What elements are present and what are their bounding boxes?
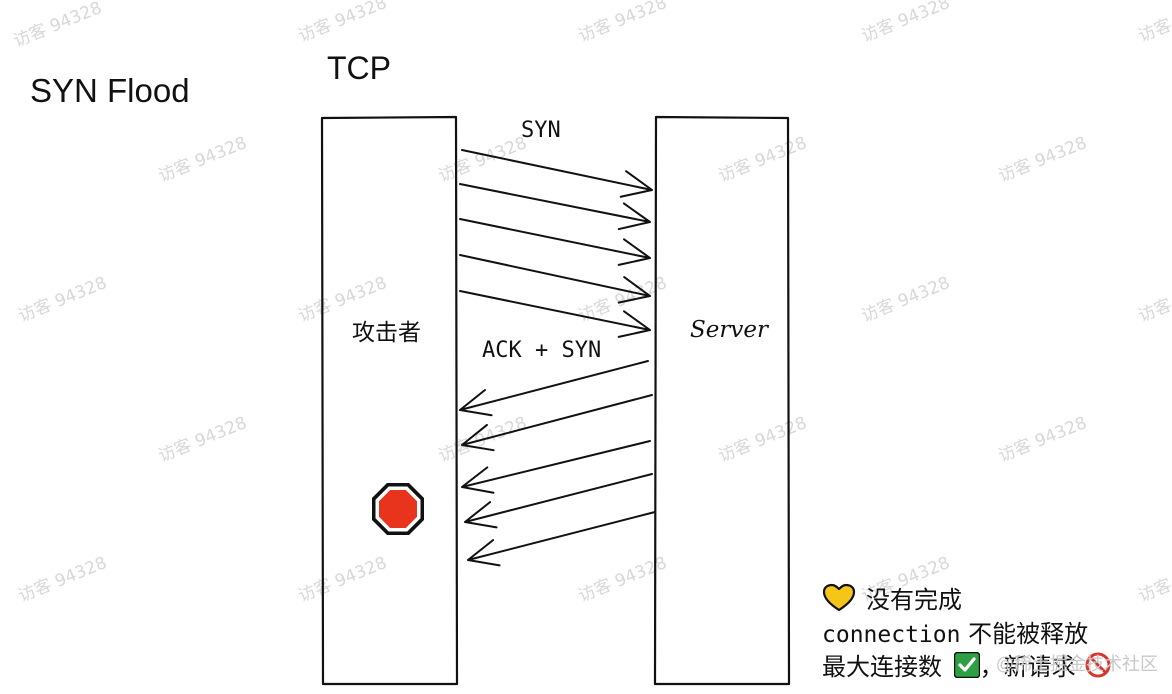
protocol-label: TCP: [327, 50, 391, 86]
ack-syn-arrow: [459, 360, 649, 417]
ack-syn-arrows: [459, 360, 656, 567]
yellow-heart-icon: [822, 583, 856, 612]
green-check-icon: [953, 652, 980, 678]
attacker-label: 攻击者: [352, 320, 421, 346]
server-box: [653, 115, 791, 686]
note-line1-text: 没有完成: [866, 586, 962, 614]
syn-label: SYN: [521, 118, 561, 143]
syn-arrow: [459, 290, 651, 338]
note-line2-text: 不能被释放: [960, 620, 1089, 648]
syn-arrow: [461, 149, 653, 198]
note-line3-a: 最大连接数: [822, 653, 942, 681]
syn-arrow: [459, 183, 651, 231]
stop-sign-icon: [372, 483, 424, 535]
server-label: Server: [690, 317, 768, 343]
no-entry-icon: [1085, 652, 1111, 678]
syn-arrow: [459, 254, 651, 304]
note-line3-b: ，新请求: [979, 653, 1076, 681]
syn-arrow: [459, 218, 651, 266]
diagram-title: SYN Flood: [30, 72, 190, 109]
note-connection: connection 不能被释放: [822, 614, 1088, 649]
note-line2-code: connection: [822, 622, 961, 648]
ack-syn-arrow: [464, 473, 653, 529]
ack-syn-arrow: [467, 511, 656, 567]
ack-syn-arrow: [461, 394, 653, 452]
note-incomplete: 没有完成: [822, 580, 962, 615]
ack-syn-label: ACK + SYN: [482, 338, 602, 363]
attacker-box: [320, 115, 459, 686]
ack-syn-arrow: [461, 440, 651, 494]
note-max-connections: 最大连接数 ，新请求: [822, 647, 1111, 682]
syn-arrows: [459, 149, 653, 338]
source-watermark: @稀土掘金技术社区: [995, 654, 1158, 674]
